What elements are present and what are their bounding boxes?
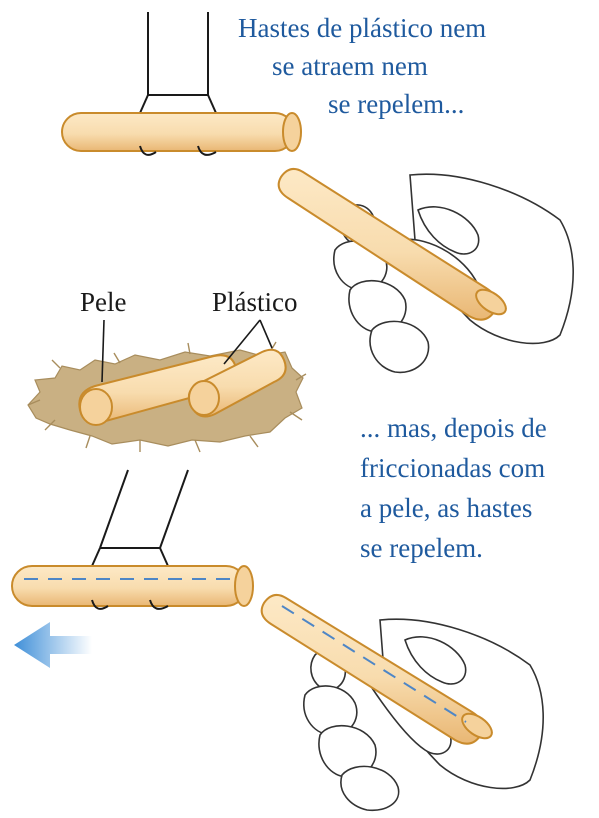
caption-top-line2: se atraem nem [272,50,428,83]
caption-bottom-line1: ... mas, depois de [360,412,547,445]
bottom-hanging-rod [12,566,253,606]
caption-bottom-line4: se repelem. [360,532,483,565]
caption-top-line1: Hastes de plástico nem [238,12,486,45]
label-fur: Pele [80,287,127,317]
top-suspension-strings [140,12,216,113]
caption-top-line3: se repelem... [328,88,464,121]
caption-bottom-line2: friccionadas com [360,452,545,485]
repulsion-arrow-icon [14,622,92,668]
label-plastic: Plástico [212,287,298,317]
top-hanging-rod [62,113,301,151]
bottom-suspension-strings [92,470,188,566]
caption-bottom-line3: a pele, as hastes [360,492,532,525]
